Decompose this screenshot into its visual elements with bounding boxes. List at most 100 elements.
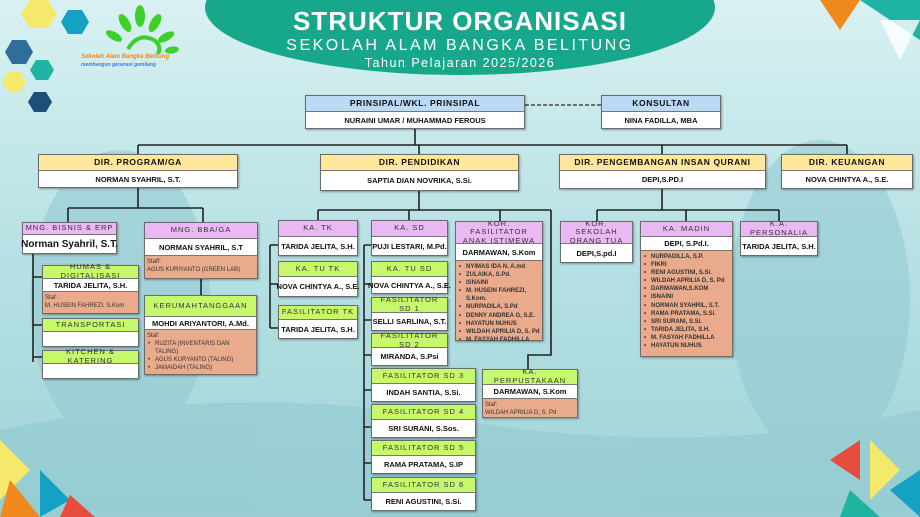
person-name: DEPI, S.Pd.I. — [641, 237, 732, 250]
logo-tagline: membangun generasi gemilang — [81, 62, 157, 68]
role-title: KA. PERPUSTAKAAN — [483, 368, 577, 385]
staff-member: HAYATUN NUHUS — [458, 320, 540, 328]
person-name: RENI AGUSTINI, S.Si. — [372, 493, 475, 510]
staff-member: TARIDA JELITA, S.H. — [643, 326, 730, 334]
person-name: DARMAWAN, S.Kom — [483, 385, 577, 398]
role-title: KOR. SEKOLAH ORANG TUA — [561, 219, 632, 245]
page-title: STRUKTUR ORGANISASI — [293, 6, 627, 36]
staff-member: ISNAINI — [643, 293, 730, 301]
role-title: KA. TU SD — [372, 262, 447, 277]
staff-list: Staf : M. HUSEIN FAHREZI, S.Kom — [43, 291, 138, 313]
staff-member: FIKRI — [643, 261, 730, 269]
person-name: PUJI LESTARI, M.Pd. — [372, 237, 447, 255]
staff-member: AGUS KURIYANTO (GREEN LAB) — [147, 267, 241, 274]
staff-member: NYIMAS IDA N, A.md — [458, 263, 540, 271]
person-name: TARIDA JELITA, S.H. — [279, 320, 357, 338]
staff-member: NORMAN SYAHRIL, S.T. — [643, 302, 730, 310]
person-name: SRI SURANI, S.Sos. — [372, 420, 475, 437]
role-title: KITCHEN & KATERING — [43, 348, 138, 365]
person-name: DEPI,S.PD.I — [560, 171, 765, 188]
person-name — [43, 332, 138, 346]
staff-member: NURPADILA, S.Pd — [458, 303, 540, 311]
staff-member: M. HUSEIN FAHREZI, S.Kom. — [458, 287, 540, 303]
person-name: RAMA PRATAMA, S.IP — [372, 456, 475, 473]
person-name: TARIDA JELITA, S.H. — [279, 237, 357, 255]
role-title: KA. TK — [279, 221, 357, 237]
person-name: INDAH SANTIA, S.Si. — [372, 384, 475, 401]
staff-member: JAMAIDAH (TALING) — [147, 364, 254, 372]
role-title: KOR. FASILITATOR ANAK ISTIMEWA — [456, 219, 542, 245]
person-name: DARMAWAN, S.Kom — [456, 244, 542, 260]
role-title: MNG. BISNIS & ERP — [23, 223, 116, 235]
person-name: SELLI SARLINA, S.T. — [372, 313, 447, 330]
role-title: DIR. PENGEMBANGAN INSAN QURANI — [560, 155, 765, 171]
staff-label: Staff: — [147, 259, 161, 265]
staff-label: Staf: — [485, 402, 498, 408]
person-name: NOVA CHINTYA A., S.E. — [368, 277, 451, 293]
person-name: SAPTIA DIAN NOVRIKA, S.Si. — [321, 171, 518, 190]
role-title: FASILITATOR SD 4 — [372, 405, 475, 420]
staff-member: AGUS KURYANTO (TALING) — [147, 356, 254, 364]
person-name: TARIDA JELITA, S.H. — [741, 237, 817, 255]
staff-member: M. FASYAH FADHILLA — [643, 334, 730, 342]
person-name: NINA FADILLA, MBA — [602, 112, 720, 128]
logo-school-name: Sekolah Alam Bangka Belitung — [81, 54, 170, 60]
hexagon-decoration — [2, 0, 89, 112]
role-title: FASILITATOR SD 2 — [372, 331, 447, 348]
staff-member: RENI AGUSTINI, S.Si. — [643, 269, 730, 277]
role-title: FASILITATOR SD 5 — [372, 441, 475, 456]
role-title: FASILITATOR SD 3 — [372, 369, 475, 384]
staff-member: DENNY ANDREA G, S.E. — [458, 312, 540, 320]
staff-list: Staff: AGUS KURIYANTO (GREEN LAB) — [145, 255, 257, 278]
role-title: DIR. KEUANGAN — [782, 155, 912, 171]
staff-member: M. HUSEIN FAHREZI, S.Kom — [45, 303, 125, 310]
staff-list: NYIMAS IDA N, A.mdZULAIKA, S.Pd.ISNAINIM… — [456, 260, 542, 344]
staff-label: Staf : — [45, 295, 60, 301]
person-name: NORMAN SYAHRIL, S.T — [145, 239, 257, 255]
role-title: PRINSIPAL/WKL. PRINSIPAL — [306, 96, 524, 112]
staff-member: WILDAH APRILIA D, S. Pd — [458, 328, 540, 336]
person-name: TARIDA JELITA, S.H. — [43, 279, 138, 291]
person-name: MIRANDA, S.Psi — [372, 348, 447, 365]
staff-label: Staf: — [147, 333, 160, 339]
staff-member: WILDAH APRILIA D, S. Pd — [485, 410, 557, 417]
role-title: DIR. PROGRAM/GA — [39, 155, 237, 171]
staff-member: ZULAIKA, S.Pd. — [458, 271, 540, 279]
staff-member: M. FASYAH FADHILLA — [458, 336, 540, 344]
role-title: KA. MADIN — [641, 222, 732, 237]
role-title: FASILITATOR SD 6 — [372, 478, 475, 493]
staff-member: WILDAH APRILIA D, S. Pd — [643, 277, 730, 285]
staff-member: RAMA PRATAMA, S.Si. — [643, 310, 730, 318]
leaf-logo-icon — [105, 5, 179, 55]
academic-year: Tahun Pelajaran 2025/2026 — [364, 56, 556, 70]
staff-member: ISNAINI — [458, 279, 540, 287]
role-title: FASILITATOR SD 1 — [372, 296, 447, 313]
person-name — [43, 364, 138, 378]
role-title: KERUMAHTANGGAAN — [145, 296, 256, 317]
role-title: HUMAS & DIGITALISASI — [43, 263, 138, 280]
staff-member: NURPADILLA, S.P. — [643, 253, 730, 261]
staff-member: HAYATUN NUHUS — [643, 342, 730, 350]
